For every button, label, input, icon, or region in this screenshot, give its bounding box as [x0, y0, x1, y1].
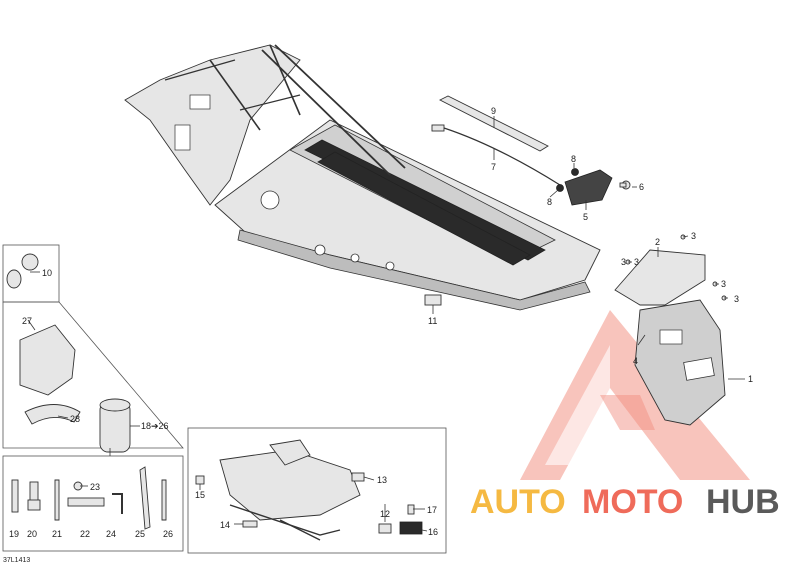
- callout-26: 26: [163, 529, 173, 539]
- callout-4: 4: [633, 356, 638, 366]
- drawing-code: 37L1413: [3, 557, 30, 564]
- watermark-moto: MOTO: [582, 483, 683, 521]
- callout-3: 3: [691, 231, 696, 241]
- callout-8: 8: [571, 154, 576, 164]
- callout-14: 14: [220, 520, 230, 530]
- callout-17: 17: [427, 505, 437, 515]
- callout-3: 3: [634, 257, 639, 267]
- callout-13: 13: [377, 475, 387, 485]
- callout-6: 6: [639, 182, 644, 192]
- part-6-screw: [619, 180, 631, 190]
- callout-21: 21: [52, 529, 62, 539]
- part-11-clip: [424, 294, 442, 306]
- callout-20: 20: [27, 529, 37, 539]
- part-8-nut: [571, 168, 579, 176]
- callout-25: 25: [135, 529, 145, 539]
- watermark-hub: HUB: [706, 483, 780, 521]
- callout-9: 9: [491, 106, 496, 116]
- callout-24: 24: [106, 529, 116, 539]
- inset-part-10: [2, 244, 60, 303]
- leader-lines: [27, 116, 745, 532]
- callout-15: 15: [195, 490, 205, 500]
- part-8-nut: [556, 184, 564, 192]
- callout-3: 3: [621, 257, 626, 267]
- callout-10: 10: [42, 268, 52, 278]
- part-1-snowflap: [634, 299, 726, 426]
- callout-16: 16: [428, 527, 438, 537]
- callout-11: 11: [428, 316, 437, 326]
- part-2-bracket: [614, 249, 706, 306]
- watermark-text: AUTO MOTO HUB: [470, 483, 780, 521]
- part-5-taillight: [564, 169, 613, 206]
- chassis-tunnel-assembly: [124, 44, 601, 311]
- callout-labels: 1 2 3 3 3 3 3 4 5 6 7 8 8 9 10 11 12 13 …: [3, 106, 753, 564]
- callout-12: 12: [380, 509, 390, 519]
- callout-28: 28: [70, 414, 80, 424]
- callout-3: 3: [734, 294, 739, 304]
- callout-23: 23: [90, 482, 100, 492]
- callout-8: 8: [547, 197, 552, 207]
- callout-1: 1: [748, 374, 753, 384]
- callout-2: 2: [655, 237, 660, 247]
- inset-snowmobile: [187, 427, 447, 554]
- callout-19: 19: [9, 529, 19, 539]
- callout-7: 7: [491, 162, 496, 172]
- watermark-logo: [520, 310, 750, 480]
- callout-5: 5: [583, 212, 588, 222]
- part-7-cable: [431, 124, 561, 186]
- watermark-auto: AUTO: [470, 483, 566, 521]
- callout-18-26: 18➔26: [141, 421, 169, 431]
- inset-parts-27-28: [2, 301, 184, 453]
- callout-3: 3: [721, 279, 726, 289]
- callout-22: 22: [80, 529, 90, 539]
- inset-tools: [2, 455, 184, 552]
- callout-27: 27: [22, 316, 32, 326]
